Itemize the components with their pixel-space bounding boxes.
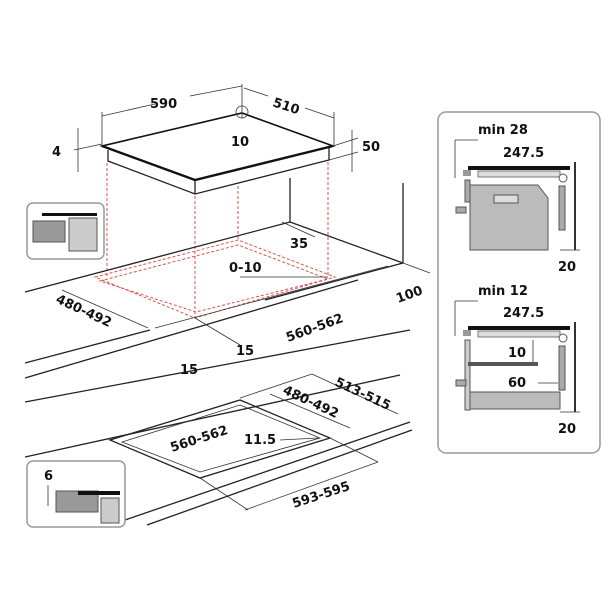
side-section-panel xyxy=(437,111,601,454)
hob-height-label: 50 xyxy=(362,140,380,155)
hob-corner-label: 10 xyxy=(231,135,249,150)
outer-depth-label: 513-515 xyxy=(332,375,392,414)
drawer-hob-depth-label: 247.5 xyxy=(503,306,544,321)
back-gap-label: 35 xyxy=(290,237,308,252)
oven-wall-gap-label: 20 xyxy=(558,260,576,275)
recess-mount-inset xyxy=(26,460,126,528)
oven-hob-depth-label: 247.5 xyxy=(503,146,544,161)
frame-label: 11.5 xyxy=(244,433,276,448)
hob-glass-label: 4 xyxy=(52,145,61,160)
projection-lines xyxy=(93,162,337,319)
drawer-wall-gap-label: 20 xyxy=(558,422,576,437)
inner-width-label: 560-562 xyxy=(169,423,230,456)
side-gap-b-label: 15 xyxy=(180,363,198,378)
flush-mount-inset xyxy=(26,202,105,260)
outer-width-label: 593-595 xyxy=(291,479,352,512)
flush-width-label: 560-562 xyxy=(284,311,345,346)
countertop-recess xyxy=(24,329,413,526)
back-gap-label: 60 xyxy=(508,376,526,391)
hob-dimensions xyxy=(73,84,359,172)
countertop-flush xyxy=(24,178,431,379)
drawer-min-gap-label: min 12 xyxy=(478,284,528,299)
hob-width-label: 590 xyxy=(150,97,177,112)
shelf-gap-label: 10 xyxy=(508,346,526,361)
oven-min-gap-label: min 28 xyxy=(478,123,528,138)
flush-depth-label: 480-492 xyxy=(53,292,113,331)
hob-drawing xyxy=(99,105,336,195)
recess-depth-label: 6 xyxy=(44,469,53,484)
front-gap-label: 100 xyxy=(394,283,425,306)
hob-depth-label: 510 xyxy=(271,96,301,119)
side-gap-a-label: 15 xyxy=(236,344,254,359)
tolerance-label: 0-10 xyxy=(229,261,262,276)
